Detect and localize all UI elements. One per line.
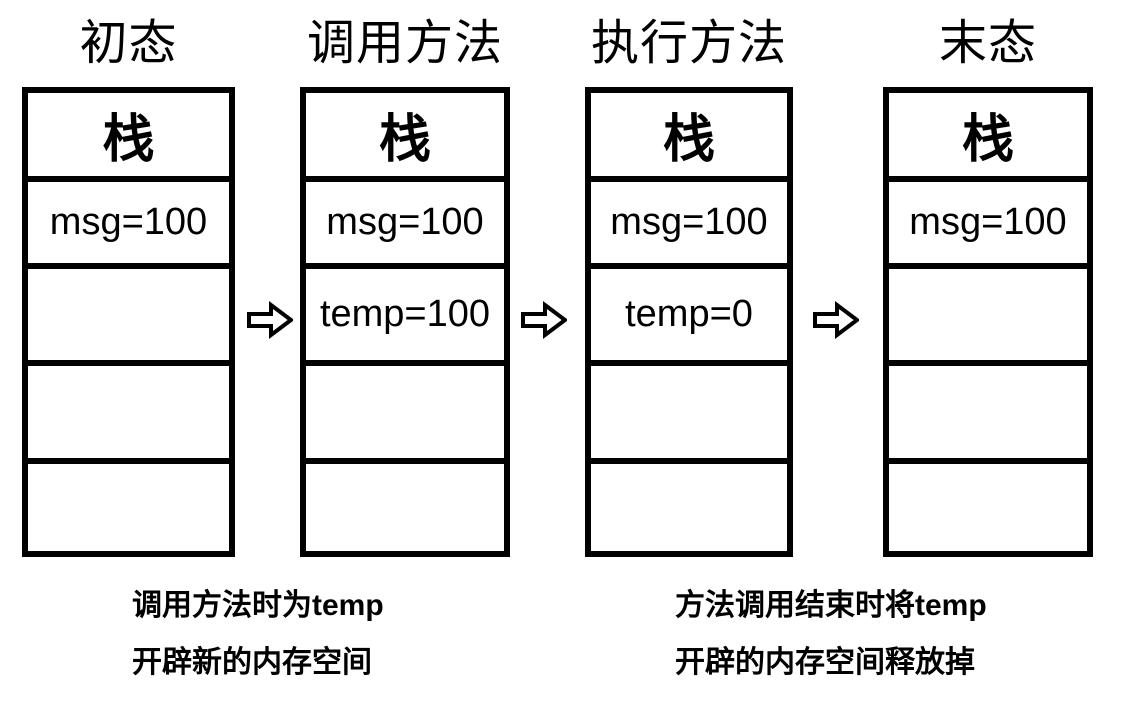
stack-header-label: 栈 <box>591 93 787 182</box>
stage-title: 初态 <box>79 17 178 70</box>
annotation-line: 开辟新的内存空间 <box>132 646 372 679</box>
right-block-arrow-icon <box>813 301 859 339</box>
stack-cell <box>889 366 1087 464</box>
stack-box: 栈 msg=100 <box>22 87 235 557</box>
stack-cell: msg=100 <box>591 182 787 269</box>
stack-cell <box>306 366 504 464</box>
stack-box: 栈 msg=100 temp=0 <box>585 87 793 557</box>
stack-cell <box>28 366 229 464</box>
annotation-method-end: 方法调用结束时将temp 开辟的内存空间释放掉 <box>675 577 987 691</box>
stack-cell <box>306 464 504 551</box>
stack-cell <box>889 269 1087 366</box>
stack-cell: msg=100 <box>306 182 504 269</box>
stack-cell <box>591 366 787 464</box>
annotation-line: 方法调用结束时将temp <box>675 589 987 622</box>
stack-cell: msg=100 <box>28 182 229 269</box>
stage-title: 执行方法 <box>590 17 787 70</box>
stack-cell: temp=0 <box>591 269 787 366</box>
right-block-arrow-icon <box>247 301 293 339</box>
stack-box: 栈 msg=100 <box>883 87 1093 557</box>
stage-title: 末态 <box>938 17 1037 70</box>
annotation-call-method: 调用方法时为temp 开辟新的内存空间 <box>132 577 384 691</box>
stack-header-label: 栈 <box>306 93 504 182</box>
annotation-line: 调用方法时为temp <box>132 589 384 622</box>
stack-box: 栈 msg=100 temp=100 <box>300 87 510 557</box>
stack-cell <box>28 464 229 551</box>
stack-cell <box>889 464 1087 551</box>
stack-header-label: 栈 <box>28 93 229 182</box>
stack-cell <box>591 464 787 551</box>
stack-cell <box>28 269 229 366</box>
stack-header-label: 栈 <box>889 93 1087 182</box>
stack-cell: temp=100 <box>306 269 504 366</box>
stack-cell: msg=100 <box>889 182 1087 269</box>
annotation-line: 开辟的内存空间释放掉 <box>675 646 975 679</box>
stage-title: 调用方法 <box>306 17 503 70</box>
right-block-arrow-icon <box>521 301 567 339</box>
